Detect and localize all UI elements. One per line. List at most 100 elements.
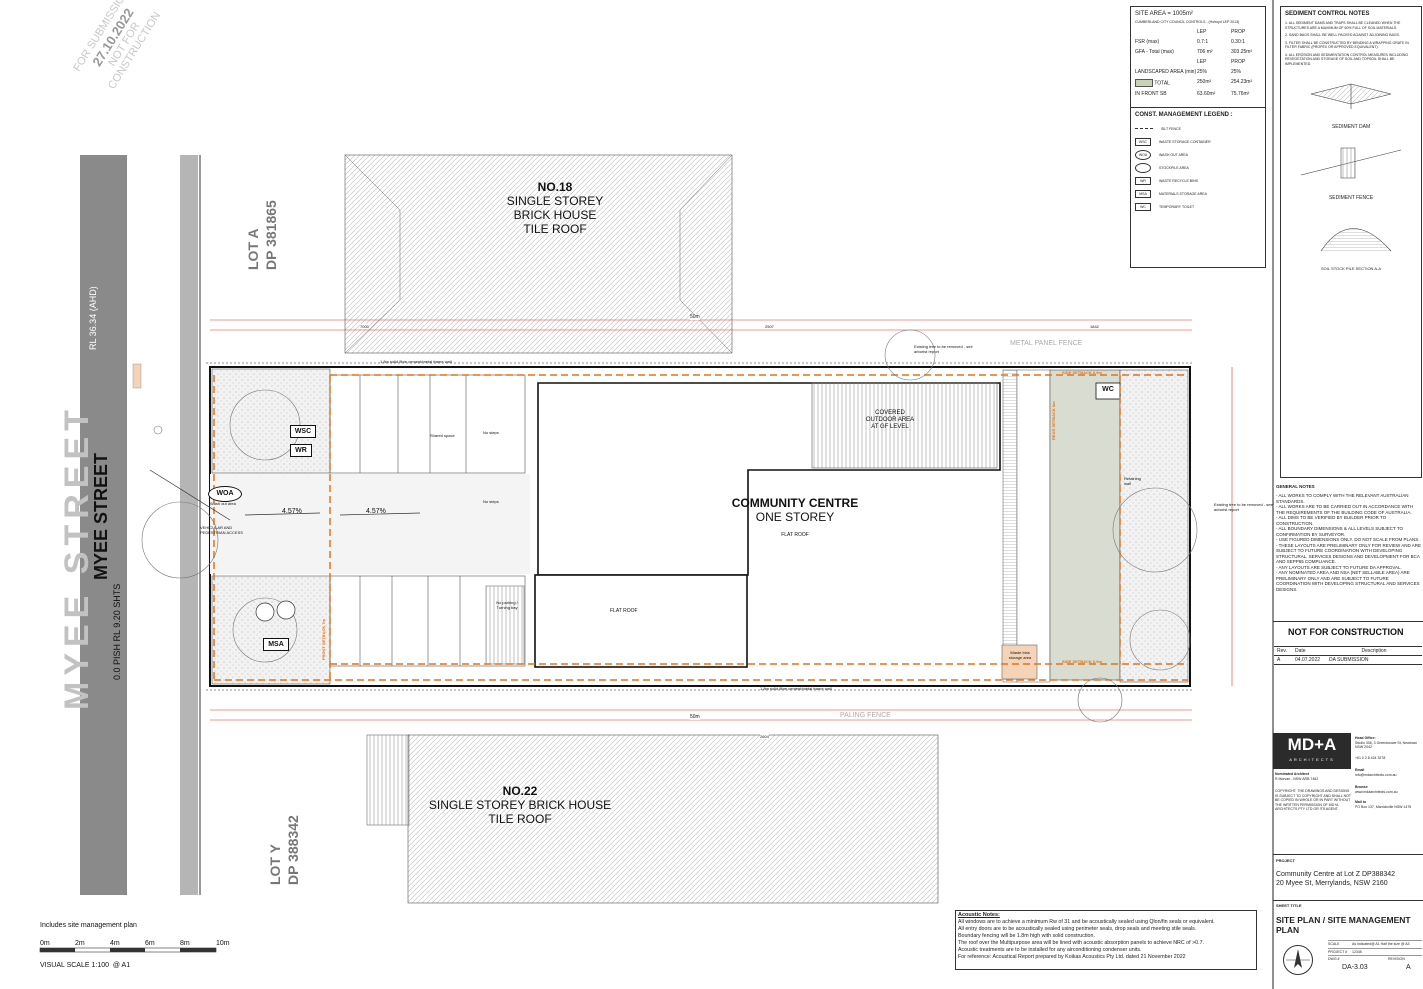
woa-label: Wash out area — [210, 501, 236, 506]
legend-symbol: WSC — [1135, 137, 1151, 146]
kerb-level: RL 36.34 (AHD) — [88, 286, 98, 350]
boundary-bottom: 1.8m solid fibre cement/metal frame wall — [760, 686, 832, 691]
no-steps-2: No steps — [483, 499, 499, 504]
general-notes: GENERAL NOTES - ALL WORKS TO COMPLY WITH… — [1276, 484, 1422, 592]
not-for-construction: NOT FOR CONSTRUCTION — [1288, 627, 1404, 637]
legend-symbol: WC — [1135, 202, 1151, 211]
site-area-subtitle: CUMBERLAND CITY COUNCIL CONTROLS - (Holr… — [1135, 20, 1240, 24]
tree-remove-note-2: Existing tree to be removed - see arbori… — [1214, 502, 1273, 512]
sediment-note: 3. FILTER SHALL BE CONSTRUCTED BY BENDIN… — [1285, 40, 1409, 50]
revision-row: A 04.07.2022 DA SUBMISSION — [1274, 656, 1422, 665]
legend-label: MATERIALS STORAGE AREA — [1159, 191, 1207, 196]
acoustic-note: All entry doors are to be acoustically s… — [958, 926, 1197, 932]
sediment-panel: SEDIMENT CONTROL NOTES 1. ALL SEDIMENT D… — [1280, 6, 1422, 478]
legend-symbol: MSA — [1135, 189, 1151, 198]
legend-label: TEMPORARY TOILET — [1159, 204, 1195, 209]
sediment-note: 1. ALL SEDIMENT DAMS AND TRAPS SHALL BE … — [1285, 21, 1401, 30]
neighbour-22-roof — [366, 734, 939, 904]
covered-area-label: COVERED OUTDOOR AREA AT GF LEVEL — [865, 410, 915, 430]
general-note: - ANY NOMINATED AREA AND NSA (NET SELLAB… — [1276, 570, 1420, 592]
grade-1: 4.57% — [282, 508, 302, 515]
sediment-dam-label: SEDIMENT DAM — [1331, 124, 1371, 130]
road — [80, 155, 127, 895]
legend-label: WASTE RECYCLE BINS — [1159, 178, 1198, 183]
dim-3: 1842 — [1090, 324, 1099, 329]
firm-contacts: Head Office: Studio 306, 3 Greenknowe St… — [1355, 736, 1418, 809]
legend-symbol: WOA — [1135, 149, 1151, 160]
side-setback-bottom: SIDE SETBACK 0.9m — [1062, 659, 1103, 664]
revision-table: Rev. Date Description A 04.07.2022 DA SU… — [1274, 646, 1422, 665]
no-steps-1: No steps — [483, 430, 499, 435]
legend-title: CONST. MANAGEMENT LEGEND : — [1135, 112, 1233, 118]
grade-2: 4.57% — [366, 508, 386, 515]
dim-4: 2604 — [760, 734, 769, 739]
retaining-wall: Retaining wall — [1124, 476, 1141, 486]
acoustic-note: For reference: Acoustical Report prepare… — [958, 954, 1186, 960]
sediment-title: SEDIMENT CONTROL NOTES — [1285, 11, 1370, 17]
legend-label: STOCKPILE AREA — [1159, 165, 1189, 170]
sediment-note: 2. SAND BAGS SHALL BE WELL PACKED AGAINS… — [1285, 33, 1400, 37]
setback-lines — [213, 374, 1188, 681]
legend-item: SILT FENCE — [1135, 122, 1261, 135]
acoustic-notes: Acoustic Notes: All windows are to achie… — [955, 910, 1257, 970]
covered-outdoor-area — [811, 382, 998, 469]
general-note: - ALL WORKS TO COMPLY WITH THE RELEVANT … — [1276, 493, 1409, 504]
trees — [141, 329, 1198, 723]
sediment-note: 4. ALL EROSION AND SEDIMENTATION CONTROL… — [1285, 52, 1409, 66]
acoustic-note: The roof over the Multipurpose area will… — [958, 940, 1204, 946]
flat-roof-block — [534, 574, 748, 668]
kerb-strip — [180, 155, 198, 895]
general-notes-title: GENERAL NOTES — [1276, 484, 1315, 489]
waste-bins-label: Waste bins storage area — [1008, 650, 1032, 660]
project-block: PROJECT Community Centre at Lot Z DP3883… — [1276, 858, 1396, 887]
tag-msa: MSA — [263, 638, 289, 651]
north-arrow-icon — [1283, 945, 1313, 975]
scale-tick: 10m — [216, 940, 230, 947]
scale-tick: 6m — [145, 940, 155, 947]
legend-item: MSA MATERIALS STORAGE AREA — [1135, 187, 1261, 200]
stockpile-label: SOIL STOCK PILE SECTION A-A — [1320, 266, 1382, 271]
scale-tick: 2m — [75, 940, 85, 947]
neighbour-22-label: NO.22 SINGLE STOREY BRICK HOUSE TILE ROO… — [428, 784, 612, 826]
turning-bay: No parking / Turning bay — [496, 600, 518, 610]
waste-bin-storage — [1001, 644, 1038, 680]
general-note: - USE FIGURED DIMENSIONS ONLY. DO NOT SC… — [1276, 537, 1420, 542]
legend-item: WC TEMPORARY TOILET — [1135, 200, 1261, 213]
site-area-panel: SITE AREA = 1005m² CUMBERLAND CITY COUNC… — [1130, 6, 1266, 268]
tag-wr: WR — [290, 444, 312, 457]
landscape-swatch-row: TOTAL — [1135, 79, 1197, 87]
sediment-notes: 1. ALL SEDIMENT DAMS AND TRAPS SHALL BE … — [1285, 21, 1417, 66]
rear-landscaped-area — [1049, 369, 1121, 681]
boundary-top: 1.8m solid fibre cement/metal frame wall — [380, 359, 452, 364]
legend-item: WR WASTE RECYCLE BINS — [1135, 174, 1261, 187]
dim-1: 7000 — [360, 324, 369, 329]
metal-fence-label: METAL PANEL FENCE — [1010, 340, 1083, 347]
legend-item: WOA WASH OUT AREA — [1135, 148, 1261, 161]
lot-y-label: LOT Y DP 388342 — [267, 815, 301, 885]
legend-label: WASTE STORAGE CONTAINER — [1159, 139, 1211, 144]
dim-top-total: 50m — [690, 314, 700, 320]
tag-woa: WOA — [208, 486, 242, 502]
dim-bottom-total: 50m — [690, 714, 700, 720]
sediment-fence-label: SEDIMENT FENCE — [1328, 195, 1374, 201]
side-setback-top: SIDE SETBACK 0.9m — [1062, 370, 1103, 375]
general-note: - ANY LAYOUTS ARE SUBJECT TO FUTURE DA A… — [1276, 564, 1402, 570]
sheet-title-block: SHEET TITLE SITE PLAN / SITE MANAGEMENT … — [1276, 903, 1411, 935]
vehicle-access: VEHICULAR AND PEDESTRIAN ACCESS — [200, 525, 243, 535]
front-setback: FRONT SETBACK 7m — [321, 618, 326, 660]
general-note: - ALL WORKS ARE TO BE CARRIED OUT IN ACC… — [1276, 504, 1414, 515]
general-note: - ALL DIMS TO BE VERIFIED BY BUILDER PRI… — [1276, 515, 1387, 526]
dim-2: 2507 — [765, 324, 774, 329]
firm-logo: MD+A ARCHITECTS — [1273, 733, 1351, 769]
scale-note: Includes site management plan — [40, 922, 137, 929]
general-note: - THESE LAYOUTS ARE PRELIMINARY ONLY FOR… — [1276, 542, 1422, 565]
legend-symbol: WR — [1135, 176, 1151, 185]
tag-wsc: WSC — [290, 425, 316, 438]
legend-item: STOCKPILE AREA — [1135, 161, 1261, 174]
legend-label: WASH OUT AREA — [1159, 152, 1188, 157]
tree-remove-note: Existing tree to be removed - see arbori… — [914, 344, 973, 354]
acoustic-note: Acoustic treatments are to be installed … — [958, 947, 1142, 953]
